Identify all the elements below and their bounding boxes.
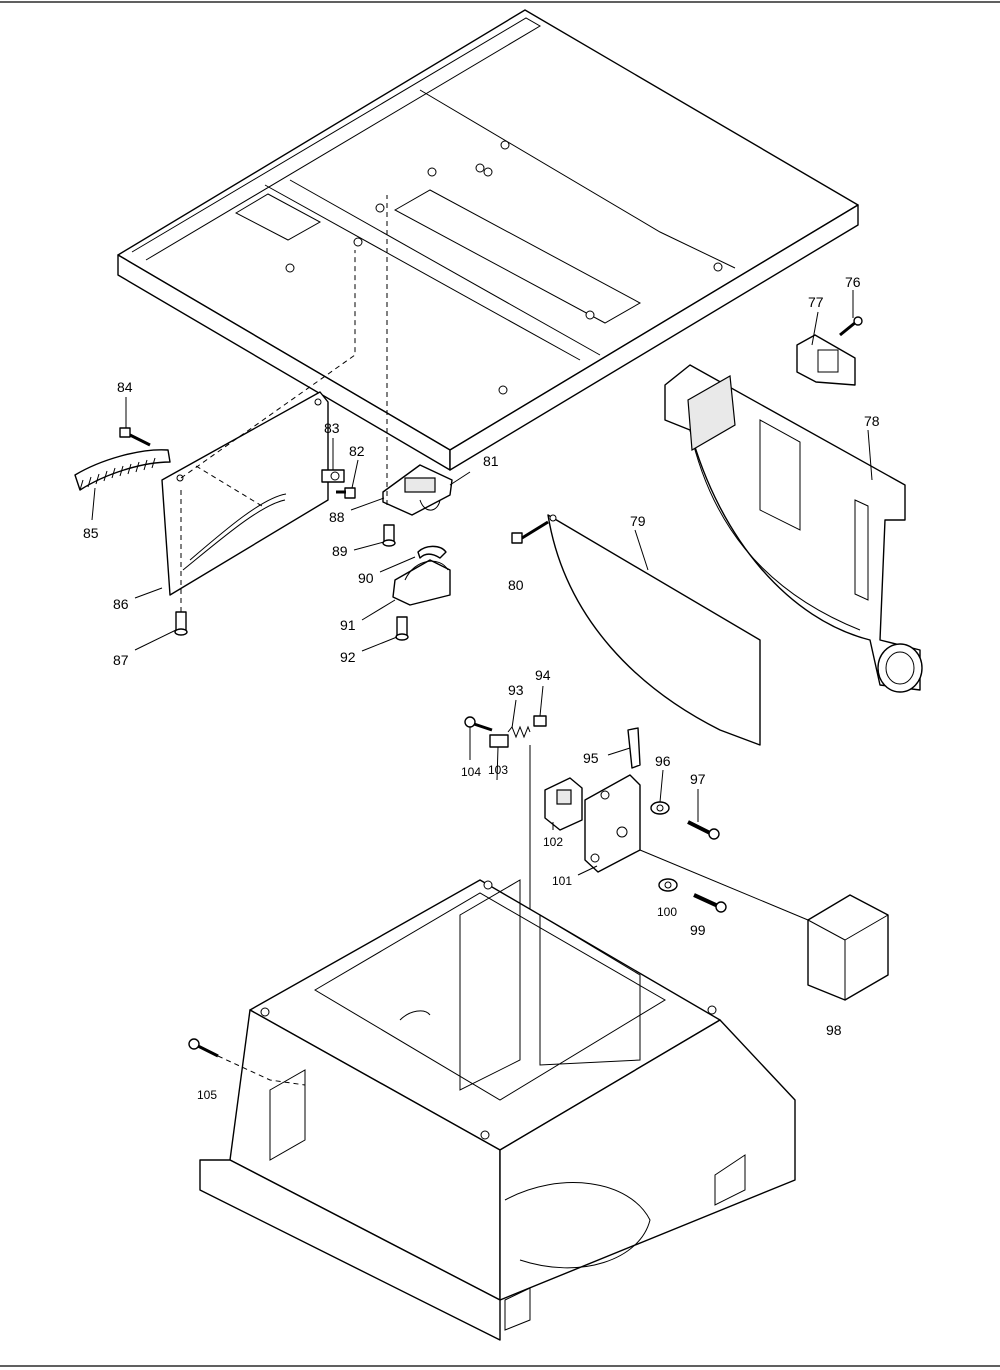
knob-96-icon — [650, 801, 670, 815]
washer-100-icon — [658, 878, 678, 892]
quadrant-gear — [74, 449, 171, 491]
callout-92: 92 — [340, 649, 356, 665]
callout-93: 93 — [508, 682, 524, 698]
panel-hole-icon — [549, 514, 557, 522]
screw-80-icon — [511, 520, 549, 544]
blade-guard-housing — [664, 364, 923, 693]
leader-lines — [91, 290, 873, 876]
callout-78: 78 — [864, 413, 880, 429]
blade-guard-side-panel — [547, 514, 761, 746]
callout-79: 79 — [630, 513, 646, 529]
callout-84: 84 — [117, 379, 133, 395]
callout-102: 102 — [543, 835, 563, 849]
callout-89: 89 — [332, 543, 348, 559]
screw-99-icon — [693, 893, 727, 913]
callout-87: 87 — [113, 652, 129, 668]
callout-104: 104 — [461, 765, 481, 779]
callout-82: 82 — [349, 443, 365, 459]
base-bracket-outline — [269, 1069, 306, 1161]
switch-cover-98 — [807, 894, 889, 1001]
screw-92-icon — [395, 616, 409, 641]
screw-84-icon — [119, 427, 151, 447]
callout-95: 95 — [583, 750, 599, 766]
switch-assembly-line — [639, 849, 809, 921]
callout-100: 100 — [657, 905, 677, 919]
cord-95-icon — [627, 727, 641, 769]
callout-103: 103 — [488, 763, 508, 777]
screw-87-icon — [174, 611, 188, 636]
callout-97: 97 — [690, 771, 706, 787]
clamp-lower — [392, 559, 451, 606]
bevel-scale-plate — [161, 391, 329, 596]
spring-93-icon — [507, 725, 531, 739]
screw-82-icon — [336, 487, 356, 499]
callout-83: 83 — [324, 420, 340, 436]
callout-80: 80 — [508, 577, 524, 593]
callout-77: 77 — [808, 294, 824, 310]
screw-97-icon — [687, 820, 720, 840]
callout-labels: 76 77 78 79 80 81 82 83 84 85 86 87 88 8… — [83, 274, 880, 1102]
screw-104-icon — [464, 716, 493, 732]
saw-base — [199, 879, 796, 1341]
screw-89-icon — [382, 524, 396, 547]
callout-76: 76 — [845, 274, 861, 290]
screw-105-icon — [188, 1038, 219, 1058]
alignment-line-table — [180, 250, 356, 479]
callout-98: 98 — [826, 1022, 842, 1038]
callout-94: 94 — [535, 667, 551, 683]
nut-94-icon — [533, 715, 547, 727]
callout-90: 90 — [358, 570, 374, 586]
callout-88: 88 — [329, 509, 345, 525]
callout-105: 105 — [197, 1088, 217, 1102]
callout-91: 91 — [340, 617, 356, 633]
clamp-pad-90 — [417, 545, 447, 559]
alignment-line-scale — [195, 465, 263, 507]
switch-box-101 — [584, 774, 641, 873]
switch-button-102 — [544, 777, 583, 831]
callout-81: 81 — [483, 453, 499, 469]
callout-99: 99 — [690, 922, 706, 938]
table-top — [117, 9, 859, 471]
callout-96: 96 — [655, 753, 671, 769]
guard-bracket — [796, 334, 856, 386]
clamp-upper — [382, 464, 453, 516]
callout-101: 101 — [552, 874, 572, 888]
bracket-103-icon — [489, 734, 509, 748]
screw-76-icon — [839, 316, 863, 337]
callout-85: 85 — [83, 525, 99, 541]
callout-86: 86 — [113, 596, 129, 612]
cable-clip-83-icon — [321, 469, 345, 483]
